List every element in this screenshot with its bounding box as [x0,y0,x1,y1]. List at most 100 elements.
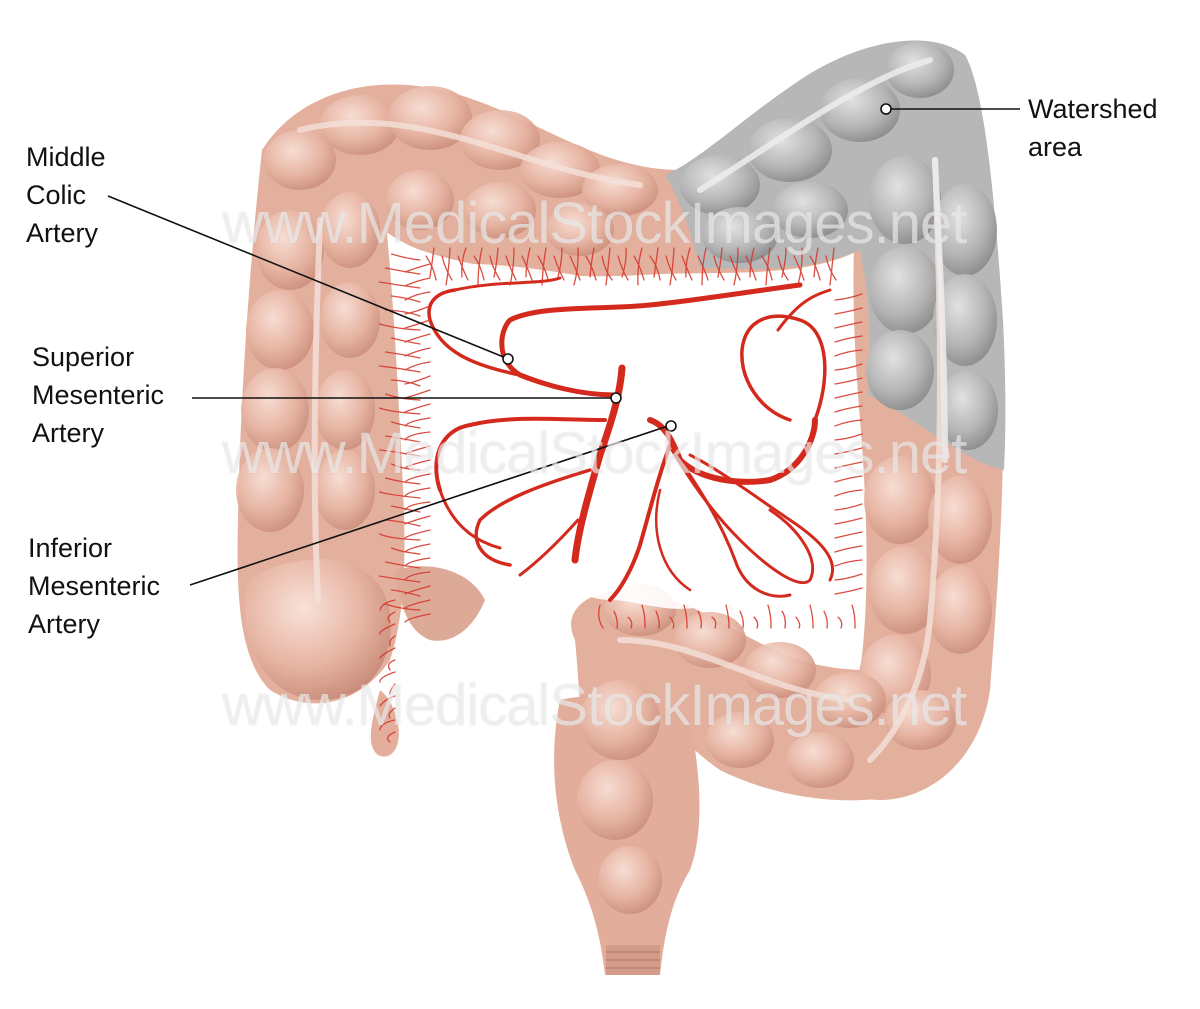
vessel-twig [521,255,533,281]
vessel-twig [390,463,421,471]
haustrum [241,368,309,452]
vessel-twig [717,247,723,278]
vessel-twig [834,545,863,553]
vessel-twig [404,515,431,525]
vessel-twig [493,247,499,278]
vessel-twig [404,543,431,553]
vessel-twig [389,635,396,647]
vessel-twig [387,611,396,623]
vessel-twig [429,247,435,278]
haustrum [320,192,380,268]
haustrum [869,246,941,334]
vessel-twig [384,603,421,611]
vessel-twig [851,604,856,629]
haustrum [748,118,832,182]
vessel-twig [834,405,863,413]
right-colic-branch [434,416,607,492]
haustrum [702,207,778,263]
vessel-twig [404,459,431,469]
vessel-twig [404,529,431,539]
haustrum [706,712,774,768]
vessel-twig [697,255,709,281]
label-inferior-mesenteric-artery: Inferior Mesenteric Artery [28,533,161,639]
haustrum [320,282,380,358]
vessel-twig [379,695,396,707]
vessel-twig [390,253,421,261]
vessel-twig [834,349,863,357]
vessel-twig [809,255,821,281]
vessel-twig [617,255,629,281]
haustrum [866,330,934,410]
haustrum [386,170,454,230]
vessel-twig [665,255,677,281]
vessel-twig [389,683,396,695]
vessel-twig [653,247,659,278]
vessel-twig [621,247,627,278]
vessel-twig [461,247,467,278]
vessel-twig [553,255,565,281]
vessel-twig [834,293,863,301]
vessel-twig [509,247,515,286]
vessel-twig [379,671,396,683]
vessel-twig [767,604,772,629]
haustrum [464,182,536,238]
vessel-twig [384,435,421,443]
vessel-twig [378,365,421,373]
vessel-twig [589,247,595,278]
vessel-twig [683,604,688,629]
vessel-twig [390,337,421,345]
vessel-twig [505,255,517,281]
vessel-twig [387,731,396,743]
vessel-twig [834,433,863,441]
vessel-twig [441,255,453,281]
vessel-twig [404,473,431,483]
haustrum [884,690,956,750]
vessel-twig [781,610,786,629]
vessel-twig [585,255,597,281]
vessel-twig [777,255,789,281]
vessel-twig [749,247,755,278]
watermark-bottom: www.MedicalStockImages.net [222,673,967,738]
vessel-twig [378,281,421,289]
vessel-twig [473,255,485,281]
haustrum [938,370,998,450]
vessel-twig [379,599,396,611]
haustrum [315,370,375,450]
vessel-twig [641,604,646,629]
vessel-twig [489,255,501,281]
cecum [244,559,391,700]
vessel-twig [793,255,805,281]
label-watershed-area: Watershed area [1028,94,1158,162]
vessel-twig [378,407,421,415]
vessel-twig [834,363,863,371]
vessel-twig [378,491,421,499]
haustrum [786,732,854,788]
vessel-twig [378,575,421,583]
vessel-twig [697,610,702,629]
vessel-twig [525,247,531,278]
vessel-twig [404,305,431,315]
haustrum [869,156,941,244]
vessel-twig [390,379,421,387]
vessel-twig [390,421,421,429]
vessel-twig [404,599,431,609]
vessel-twig [829,247,835,286]
leader-middle-colic [107,195,507,359]
leader-inferior-mesenteric [189,425,669,586]
vessel-twig [655,610,660,629]
haustrum [933,184,997,276]
vessel-twig [457,255,469,281]
haustrum [546,204,614,256]
vessel-twig [404,319,431,329]
vessel-twig [378,533,421,541]
vessel-twig [649,255,661,281]
haustrum [886,42,954,98]
middle-colic-branch [499,282,803,398]
vessel-twig [384,477,421,485]
haustrum [933,274,997,366]
watermark-middle: www.MedicalStockImages.net [222,421,967,486]
pointer-middle-colic [502,353,514,365]
vessel-twig [834,489,863,497]
vessel-twig [404,361,431,371]
